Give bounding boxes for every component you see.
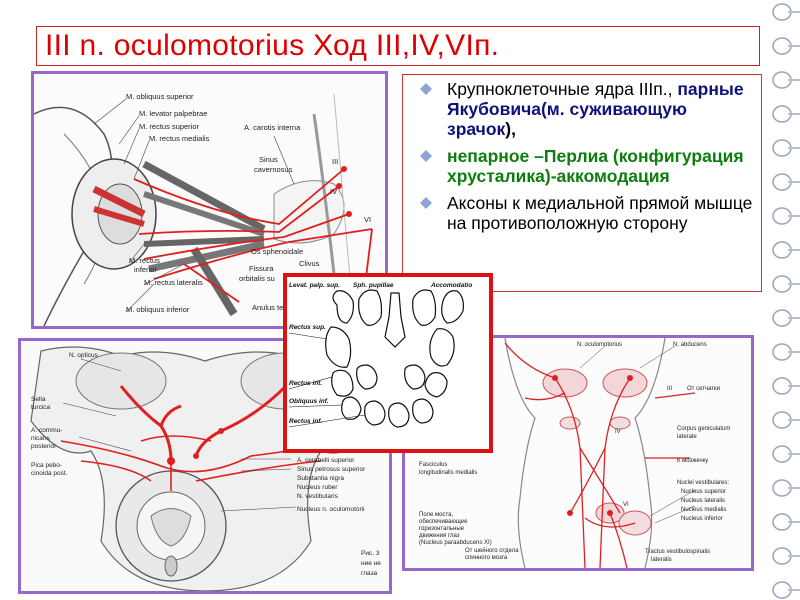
bullet-marker-icon bbox=[420, 197, 432, 209]
label-cavernosus: cavernosus bbox=[254, 165, 293, 174]
label-tractus-1: Tractus vestibulospinalis bbox=[645, 549, 710, 555]
label-sella: Sella bbox=[31, 396, 46, 403]
label-pica: Pica pebo- bbox=[31, 462, 62, 469]
bullet-text-emphasis: парные Якубовича(м. суживающую зрачок bbox=[447, 79, 744, 139]
label-pole-2: обеспечивающее bbox=[419, 519, 468, 525]
label-iv: IV bbox=[330, 187, 337, 196]
label-sella-2: turcica bbox=[31, 404, 51, 411]
label-nuc-sup: Nucleus superior bbox=[681, 489, 726, 495]
label-path-iv: IV bbox=[615, 429, 621, 435]
bullet-text-emphasis: непарное –Перлиа (конфигурация хрусталик… bbox=[447, 146, 744, 186]
bullet-panel: Крупноклеточные ядра IIIп., парные Якубо… bbox=[402, 74, 762, 292]
label-clivus: Clivus bbox=[299, 259, 320, 268]
label-pica-2: cinoida post. bbox=[31, 470, 68, 477]
label-rectus-sup: Rectus sup. bbox=[289, 324, 326, 331]
label-n-oculomotorius: N. oculomotorius bbox=[577, 342, 622, 348]
bullet-item: Аксоны к медиальной прямой мышце на прот… bbox=[419, 193, 753, 233]
bullet-item: Крупноклеточные ядра IIIп., парные Якубо… bbox=[419, 79, 753, 139]
label-fasciculus-2: longitudinalis medialis bbox=[419, 470, 477, 476]
label-pole-5: (Nucleus paraabducens XI) bbox=[419, 540, 492, 546]
label-nuc-lat: Nucleus lateralis bbox=[681, 498, 725, 504]
orbit-nerve-figure: M. obliquus superior M. levator palpebra… bbox=[31, 71, 388, 329]
nucleus-diagram-figure: Levat. palp. sup. Sph. pupillae Accomoda… bbox=[283, 273, 493, 453]
bullet-text: ), bbox=[505, 119, 516, 139]
label-petrosus: Sinus petrosus superior bbox=[297, 466, 366, 473]
bullet-text: Аксоны к медиальной прямой мышце на прот… bbox=[447, 193, 753, 233]
label-k-mozzhechku: К мозжечку bbox=[677, 458, 708, 464]
label-obliquus-inferior: M. obliquus inferior bbox=[126, 305, 190, 314]
label-ot-setchatki: От сетчатки bbox=[687, 386, 720, 392]
label-orbitalis: orbitalis su bbox=[239, 274, 275, 283]
nucleus-diagram: Levat. palp. sup. Sph. pupillae Accomoda… bbox=[287, 277, 489, 449]
label-ris-3: глаза bbox=[361, 570, 378, 577]
bullet-item: непарное –Перлиа (конфигурация хрусталик… bbox=[419, 146, 753, 186]
label-rectus-int: Rectus int. bbox=[289, 380, 322, 387]
label-nuc-med: Nucleus medialis bbox=[681, 507, 726, 513]
label-ot-sheinogo-2: спинного мозга bbox=[465, 555, 508, 561]
label-vestibularis: N. vestibularis bbox=[297, 493, 339, 500]
label-ris-1: Рис. 3 bbox=[361, 550, 380, 557]
label-obliquus-inf: Obliquus inf. bbox=[289, 398, 329, 405]
label-path-iii: III bbox=[667, 386, 672, 392]
label-tractus-2: lateralis bbox=[651, 557, 672, 563]
label-ruber: Nucleus ruber bbox=[297, 484, 338, 491]
label-carotis: A. carotis interna bbox=[244, 123, 301, 132]
label-rectus-medialis: M. rectus medialis bbox=[149, 134, 210, 143]
label-nuc-inf: Nucleus inferior bbox=[681, 516, 723, 522]
label-corpus: Corpus geniculatum bbox=[677, 426, 730, 432]
label-ris-2: ние не bbox=[361, 560, 381, 567]
bullet-marker-icon bbox=[420, 150, 432, 162]
label-iii: III bbox=[332, 157, 338, 166]
bullet-text: Крупноклеточные ядра IIIп., bbox=[447, 79, 678, 99]
slide-title: III n. oculomotorius Ход III,IV,VIп. bbox=[45, 29, 500, 62]
label-fasciculus: Fasciculus bbox=[419, 462, 447, 468]
bullet-marker-icon bbox=[420, 83, 432, 95]
label-anulus: Anulus ten bbox=[252, 303, 287, 312]
label-rectus-lateralis: M. rectus lateralis bbox=[144, 278, 203, 287]
label-corpus-2: laterale bbox=[677, 434, 697, 440]
label-nigra: Substantia nigra bbox=[297, 475, 344, 482]
label-a-comm-2: nicans bbox=[31, 435, 51, 442]
label-pole-3: горизонтальные bbox=[419, 526, 465, 532]
label-accomodatio: Accomodatio bbox=[430, 282, 472, 289]
pathway-figure: N. oculomotorius N. abducens III От сетч… bbox=[402, 335, 754, 571]
slide-title-box: III n. oculomotorius Ход III,IV,VIп. bbox=[36, 26, 760, 66]
label-cerebelli: A. cerebelli superior bbox=[297, 457, 355, 464]
label-ot-sheinogo-1: От шейного отдела bbox=[465, 547, 519, 554]
label-sinus: Sinus bbox=[259, 155, 278, 164]
label-rectus-inferior-2: inferior bbox=[134, 265, 157, 274]
label-sph-pupillae: Sph. pupillae bbox=[353, 282, 394, 289]
label-rectus-superior: M. rectus superior bbox=[139, 122, 200, 131]
label-obliquus-superior: M. obliquus superior bbox=[126, 92, 194, 101]
label-fissura: Fissura bbox=[249, 264, 274, 273]
bullet-list: Крупноклеточные ядра IIIп., парные Якубо… bbox=[419, 79, 753, 233]
label-sphenoidale: Os sphenoidale bbox=[251, 247, 303, 256]
label-pole-4: движения глаз bbox=[419, 533, 460, 539]
label-vi: VI bbox=[364, 215, 371, 224]
label-levator: M. levator palpebrae bbox=[139, 109, 207, 118]
label-nuclei-vest: Nuclei vestibulares: bbox=[677, 480, 729, 486]
label-n-abducens: N. abducens bbox=[673, 342, 707, 348]
label-a-comm: A. commu- bbox=[31, 427, 62, 434]
label-rectus-inf: Rectus inf. bbox=[289, 418, 322, 425]
label-a-comm-3: posterior bbox=[31, 443, 57, 450]
binder-rings bbox=[772, 3, 800, 599]
label-path-vi: VI bbox=[623, 502, 629, 508]
label-levat-palp: Levat. palp. sup. bbox=[289, 282, 340, 289]
label-pole-1: Поле моста, bbox=[419, 512, 454, 518]
label-nucleus-oculo: Nucleus n. oculomotorii bbox=[297, 506, 365, 513]
label-opticus: N. opticus bbox=[69, 352, 99, 359]
label-rectus-inferior: M. rectus bbox=[129, 256, 160, 265]
